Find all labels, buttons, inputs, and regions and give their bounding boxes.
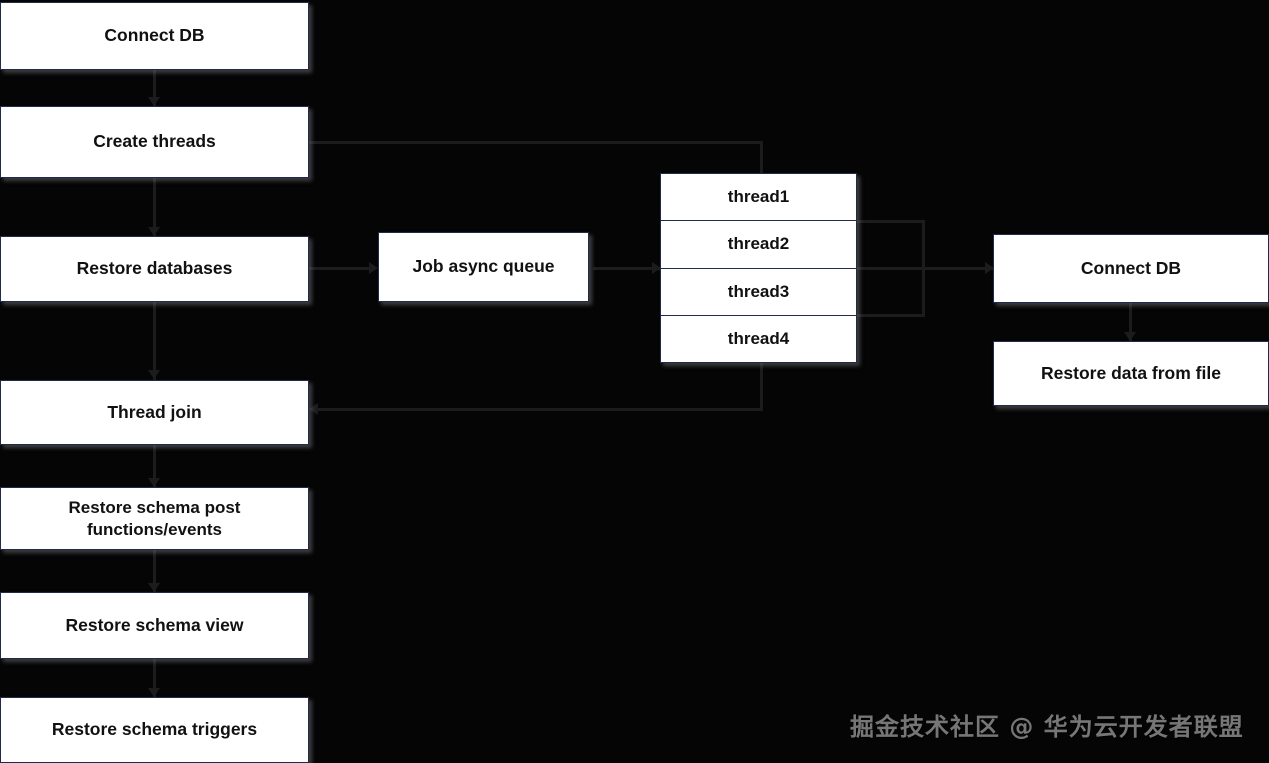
- node-thread-join[interactable]: Thread join: [0, 380, 309, 445]
- thread-group: thread1 thread2 thread3 thread4: [660, 173, 857, 363]
- edge-threadjoin-to-schemapost: [153, 445, 156, 487]
- edge-thread3-stub: [857, 314, 925, 317]
- edge-jobqueue-to-threads: [593, 267, 661, 270]
- node-restore-schema-view-label: Restore schema view: [65, 614, 244, 635]
- thread-row-label: thread1: [727, 187, 790, 207]
- edge-schemapost-to-schemaview: [153, 550, 156, 592]
- node-restore-schema-view[interactable]: Restore schema view: [0, 592, 309, 659]
- thread-row[interactable]: thread1: [661, 174, 856, 222]
- thread-row[interactable]: thread4: [661, 316, 856, 362]
- node-restore-databases[interactable]: Restore databases: [0, 236, 309, 302]
- edge-restoredb-to-jobqueue: [308, 267, 372, 270]
- thread-row[interactable]: thread2: [661, 221, 856, 269]
- node-connect-db-right-label: Connect DB: [1080, 257, 1182, 278]
- thread-row-label: thread2: [727, 234, 790, 254]
- node-restore-schema-triggers-label: Restore schema triggers: [51, 719, 258, 740]
- node-create-threads-label: Create threads: [93, 131, 216, 152]
- edge-restoredb-to-jobqueue-arrow: [369, 262, 378, 274]
- node-connect-db-left[interactable]: Connect DB: [0, 2, 309, 70]
- node-connect-db-right[interactable]: Connect DB: [993, 234, 1269, 303]
- node-restore-databases-label: Restore databases: [76, 258, 233, 279]
- edge-schemaview-to-schematriggers-arrow: [148, 688, 160, 697]
- edge-schemapost-to-schemaview-arrow: [148, 583, 160, 592]
- node-job-async-queue[interactable]: Job async queue: [378, 232, 589, 302]
- edge-createthreads-to-restoredb: [153, 178, 156, 236]
- node-restore-data-from-file[interactable]: Restore data from file: [993, 341, 1269, 406]
- edge-restoredb-to-threadjoin: [153, 302, 156, 380]
- watermark-text: 掘金技术社区 @ 华为云开发者联盟: [850, 713, 1244, 741]
- thread-row-label: thread3: [727, 281, 790, 301]
- thread-row-label: thread4: [727, 328, 790, 348]
- node-thread-join-label: Thread join: [107, 401, 202, 422]
- thread-row[interactable]: thread3: [661, 269, 856, 316]
- node-restore-schema-post[interactable]: Restore schema post functions/events: [0, 487, 309, 550]
- node-job-async-queue-label: Job async queue: [412, 256, 555, 277]
- edge-createthreads-to-restoredb-arrow: [148, 227, 160, 236]
- edge-connectdbright-to-restorefile: [1129, 303, 1132, 341]
- edge-jobqueue-to-threads-arrow: [652, 262, 661, 274]
- edge-createthreads-to-threads-h: [308, 141, 763, 144]
- edge-connectdb-to-createthreads-arrow: [148, 97, 160, 106]
- edge-threads-to-connectdb-arrow: [985, 262, 994, 274]
- node-restore-schema-post-label: Restore schema post functions/events: [68, 498, 241, 539]
- edge-thread2-stub: [857, 267, 925, 270]
- node-create-threads[interactable]: Create threads: [0, 106, 309, 178]
- edge-threads-to-connectdb: [922, 267, 996, 270]
- edge-schemaview-to-schematriggers: [153, 659, 156, 697]
- edge-threadjoin-to-schemapost-arrow: [148, 478, 160, 487]
- edge-connectdb-to-createthreads: [153, 70, 156, 106]
- edge-connectdbright-to-restorefile-arrow: [1124, 332, 1136, 341]
- node-connect-db-left-label: Connect DB: [104, 25, 205, 46]
- edge-threads-to-threadjoin-v: [760, 363, 763, 410]
- edge-threads-to-threadjoin-arrow: [309, 403, 318, 415]
- node-restore-schema-triggers[interactable]: Restore schema triggers: [0, 697, 309, 763]
- edge-thread1-stub: [857, 220, 925, 223]
- edge-threads-to-threadjoin-h: [318, 408, 763, 411]
- node-restore-data-from-file-label: Restore data from file: [1041, 362, 1221, 383]
- edge-createthreads-to-threads-v: [760, 141, 763, 175]
- edge-restoredb-to-threadjoin-arrow: [148, 370, 160, 379]
